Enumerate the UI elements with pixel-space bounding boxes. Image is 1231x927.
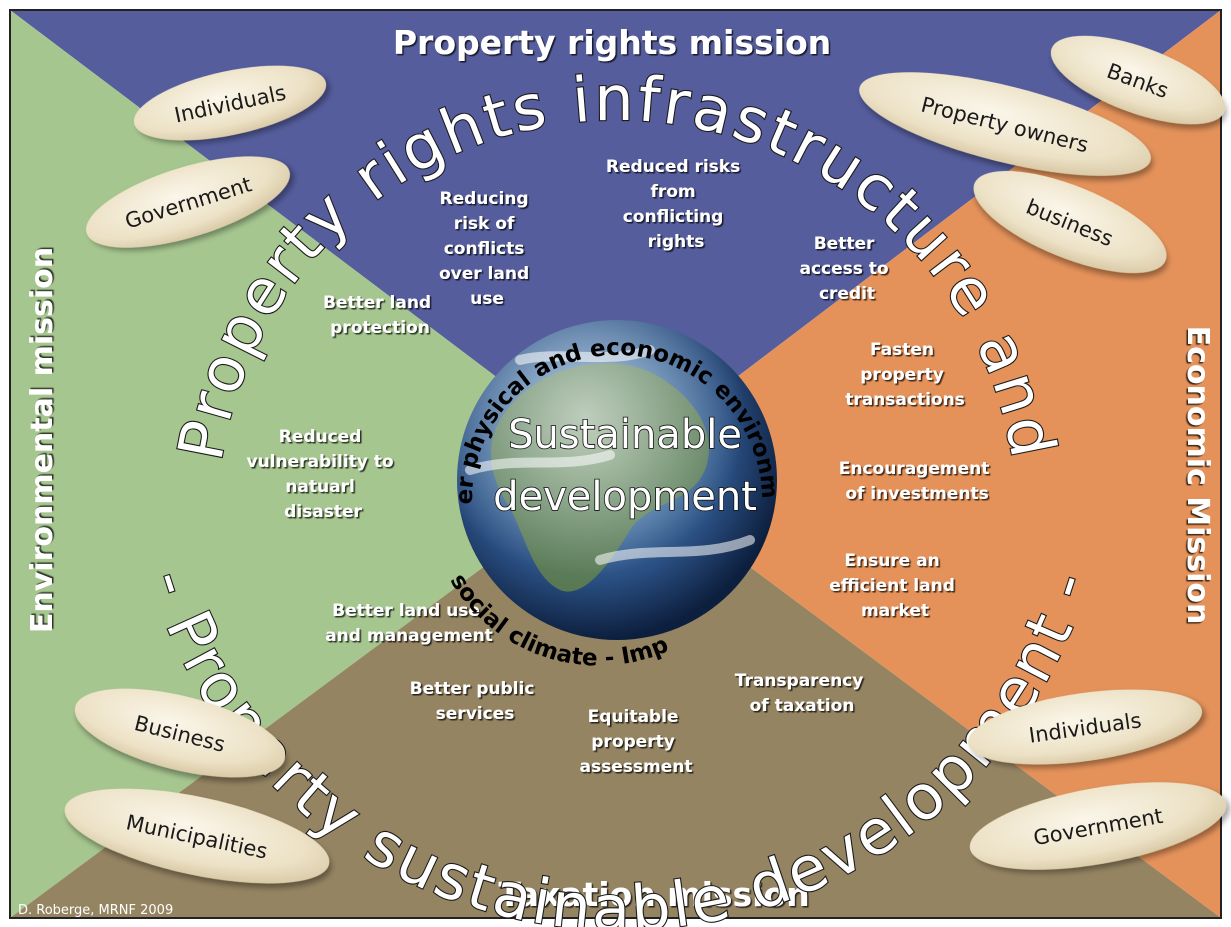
benefit-line: over land	[439, 264, 529, 284]
stakeholder-oval-individuals-bottom-right: Individuals	[968, 689, 1202, 765]
benefit-line: risk of	[454, 214, 515, 234]
benefit-reduced-vulnerability: Reduced vulnerability to natuarl disaste…	[246, 427, 399, 522]
benefit-line: Reducing	[440, 189, 529, 209]
benefit-line: rights	[648, 232, 705, 252]
oval-shape	[968, 689, 1202, 765]
bottom-mission-title: Taxation mission	[498, 875, 809, 914]
benefit-public-services: Better public services	[410, 679, 541, 724]
globe	[457, 320, 777, 640]
benefit-line: protection	[330, 318, 430, 338]
stakeholder-oval-business-top-right: business	[973, 170, 1167, 274]
benefit-line: conflicting	[623, 207, 724, 227]
benefit-land-use-management: Better land use and management	[325, 601, 493, 646]
benefit-line: efficient land	[829, 576, 955, 596]
right-benefits: Fasten property transactions Encourageme…	[829, 340, 996, 621]
benefit-line: Equitable	[588, 707, 679, 727]
benefit-line: market	[861, 601, 929, 621]
bottom-benefits: Better public services Equitable propert…	[410, 671, 870, 777]
benefit-line: and management	[325, 626, 493, 646]
benefit-line: vulnerability to	[246, 452, 393, 472]
benefit-line: natuarl	[285, 477, 355, 497]
benefit-line: transactions	[845, 390, 965, 410]
frame-border	[9, 9, 1222, 919]
left-benefits: Better land protection Reduced vulnerabi…	[246, 293, 492, 646]
benefit-line: conflicts	[444, 239, 525, 259]
benefit-line: Better	[814, 234, 875, 254]
stakeholder-oval-property-owners: Property owners	[859, 72, 1151, 176]
oval-shape	[969, 782, 1227, 870]
center-line-1: Sustainable	[508, 412, 742, 458]
benefit-transparency-taxation: Transparency of taxation	[735, 671, 870, 716]
left-mission-title: Environmental mission	[25, 247, 60, 633]
benefit-line: access to	[799, 259, 888, 279]
benefit-line: Fasten	[870, 340, 934, 360]
benefit-reduced-risks-rights: Reduced risks from conflicting rights	[606, 157, 746, 252]
benefit-line: of investments	[845, 484, 988, 504]
right-mission-title: Economic Mission	[1180, 326, 1215, 625]
benefit-line: property	[860, 365, 944, 385]
benefit-line: services	[436, 704, 515, 724]
stakeholder-oval-individuals-top-left: Individuals	[133, 65, 327, 141]
benefit-access-credit: Better access to credit	[799, 234, 894, 304]
oval-shape	[133, 65, 327, 141]
oval-shape	[1050, 35, 1226, 125]
top-benefits: Reducing risk of conflicts over land use…	[439, 157, 894, 309]
author-credit: D. Roberge, MRNF 2009	[18, 903, 173, 918]
benefit-equitable-assessment: Equitable property assessment	[580, 707, 693, 777]
stakeholder-oval-government-bottom-right: Government	[969, 782, 1227, 870]
globe-shine	[457, 320, 777, 640]
stakeholder-oval-government-top-left: Government	[86, 156, 290, 248]
benefit-line: assessment	[580, 757, 693, 777]
benefit-encourage-investments: Encouragement of investments	[839, 459, 996, 504]
oval-shape	[973, 170, 1167, 274]
benefit-fasten-transactions: Fasten property transactions	[845, 340, 965, 410]
benefit-line: Better land	[323, 293, 431, 313]
top-mission-title: Property rights mission	[393, 23, 831, 62]
benefit-line: of taxation	[750, 696, 855, 716]
benefit-line: credit	[819, 284, 875, 304]
benefit-line: Better land use	[332, 601, 480, 621]
stakeholder-oval-banks: Banks	[1050, 35, 1226, 125]
benefit-line: from	[650, 182, 695, 202]
stakeholder-oval-municipalities: Municipalities	[64, 788, 330, 884]
benefit-line: Better public	[410, 679, 535, 699]
oval-shape	[859, 72, 1151, 176]
benefit-line: Transparency	[735, 671, 864, 691]
bottom-quadrant	[10, 468, 1221, 918]
benefit-line: Reduced	[279, 427, 362, 447]
oval-shape	[86, 156, 290, 248]
benefit-efficient-land-market: Ensure an efficient land market	[829, 551, 961, 621]
center-line-2: development	[493, 474, 757, 520]
oval-shape	[64, 788, 330, 884]
benefit-line: use	[470, 289, 504, 309]
stakeholder-oval-business-bottom-left: Business	[74, 688, 286, 778]
benefit-line: Encouragement	[839, 459, 990, 479]
benefit-line: Reduced risks	[606, 157, 740, 177]
benefit-line: property	[591, 732, 675, 752]
benefit-land-protection: Better land protection	[323, 293, 437, 338]
oval-shape	[74, 688, 286, 778]
benefit-line: Ensure an	[844, 551, 939, 571]
benefit-reducing-risk-conflicts: Reducing risk of conflicts over land use	[439, 189, 535, 309]
benefit-line: disaster	[284, 502, 362, 522]
